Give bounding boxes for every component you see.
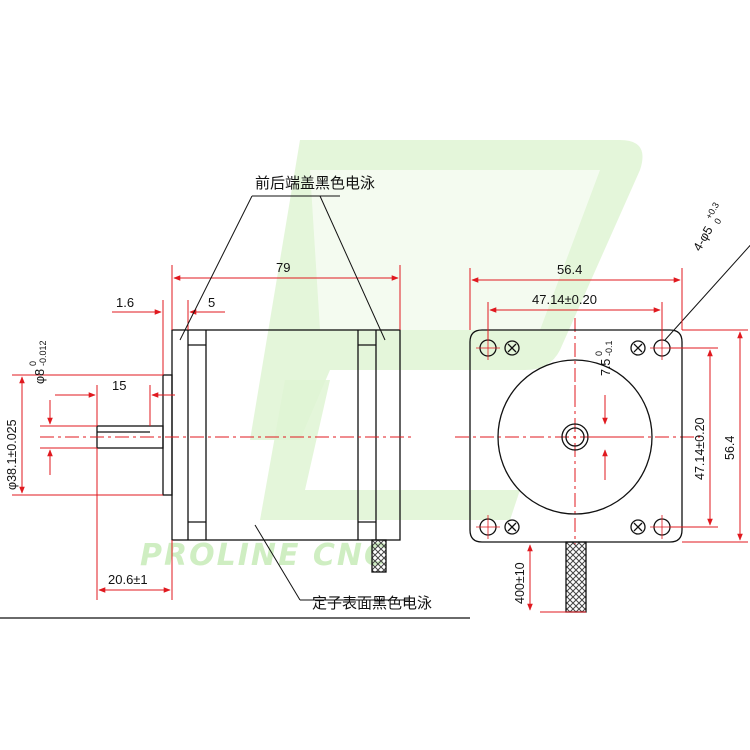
front-boss (497, 359, 653, 515)
dim-pilot-diameter-value: φ38.1±0.025 (5, 419, 19, 490)
dim-shaft-diameter: φ8 0 -0.012 (28, 340, 48, 384)
side-view (96, 329, 401, 573)
dim-hole-spacing-v-value: 47.14±0.20 (693, 417, 707, 480)
dim-cover-offset: 5 (208, 295, 215, 310)
centerlines (40, 318, 700, 545)
screw-head (630, 340, 646, 356)
screw-head (630, 519, 646, 535)
dim-shaft-length: 15 (112, 378, 126, 393)
dim-body-length: 79 (276, 260, 290, 275)
dim-shaft-to-end: 20.6±1 (108, 572, 148, 587)
dim-shaft-diameter-tol-upper: 0 (28, 361, 38, 366)
screw-head (504, 519, 520, 535)
dim-cable-length-value: 400±10 (513, 562, 527, 604)
dim-mount-holes-value: 4-φ5 (690, 224, 715, 254)
watermark-logo: PROLINE CNC (140, 140, 643, 573)
dim-pilot-diameter: φ38.1±0.025 (5, 419, 19, 490)
watermark-text: PROLINE CNC (140, 538, 388, 573)
note-stator: 定子表面黑色电泳 (312, 594, 432, 612)
dim-flat-depth: 7.5 0 -0.1 (594, 340, 614, 376)
dim-flange-thickness: 1.6 (116, 295, 134, 310)
pilot-boss (162, 374, 173, 496)
dim-flat-depth-tol-lower: -0.1 (604, 340, 614, 356)
cable-front (565, 541, 587, 613)
cable-side (371, 539, 387, 573)
leader-lines (179, 195, 750, 601)
dim-mount-holes-tol-lower: 0 (712, 217, 723, 226)
dim-shaft-diameter-tol-lower: -0.012 (38, 340, 48, 366)
dim-cable-length: 400±10 (513, 562, 527, 604)
dim-flat-depth-tol-upper: 0 (594, 351, 604, 356)
dim-hole-spacing-v: 47.14±0.20 (693, 417, 707, 480)
dim-shaft-diameter-value: φ8 (33, 369, 47, 384)
dim-frame-height: 56.4 (723, 436, 737, 460)
note-end-cover: 前后端盖黑色电泳 (255, 174, 375, 192)
hole-centers (476, 336, 674, 539)
dim-frame-width: 56.4 (557, 262, 582, 277)
front-view (469, 329, 683, 613)
dim-mount-holes: 4-φ5 +0.3 0 (690, 201, 723, 254)
screw-head (504, 340, 520, 356)
dim-mount-holes-tol-upper: +0.3 (704, 201, 722, 221)
dim-hole-spacing-h: 47.14±0.20 (532, 292, 597, 307)
front-dimensions (469, 268, 748, 613)
dim-flat-depth-value: 7.5 (599, 359, 613, 376)
front-flange (469, 329, 683, 543)
dim-frame-height-value: 56.4 (723, 436, 737, 460)
